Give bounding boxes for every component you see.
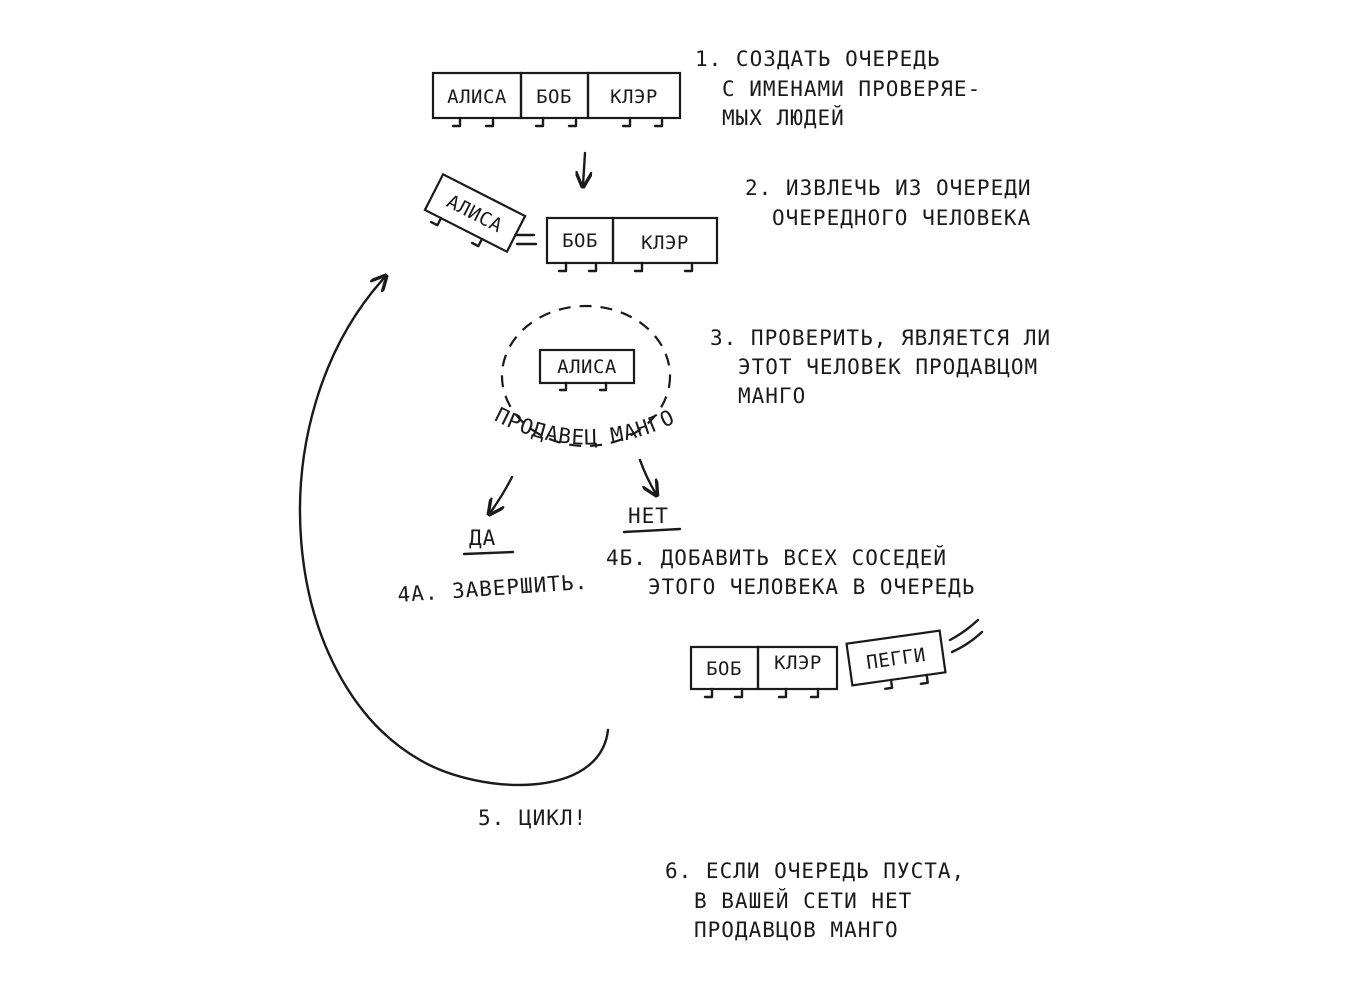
queue-legs — [451, 116, 664, 128]
step6-line3: ПРОДАВЦОВ МАНГО — [694, 918, 899, 942]
dequeued-alice: АЛИСА — [423, 172, 527, 254]
dequeued-alice-legs — [429, 216, 484, 248]
yes-label: ДА — [469, 526, 496, 550]
queue-after-enqueue: БОБ КЛЭР — [689, 645, 839, 699]
yes-arrow — [490, 475, 514, 513]
step3-line1: 3. ПРОВЕРИТЬ, ЯВЛЯЕТСЯ ЛИ — [710, 326, 1051, 350]
no-underline — [622, 527, 682, 534]
queue-initial: АЛИСА БОБ КЛЭР — [431, 71, 682, 128]
queue-after-dequeue: БОБ КЛЭР — [545, 216, 719, 273]
step6-text: 6. ЕСЛИ ОЧЕРЕДЬ ПУСТА, В ВАШЕЙ СЕТИ НЕТ … — [665, 859, 965, 942]
checked-alice-label: АЛИСА — [557, 356, 617, 378]
queue-after-dequeue-frame — [545, 216, 719, 265]
step4b-line2: ЭТОГО ЧЕЛОВЕКА В ОЧЕРЕДЬ — [648, 575, 975, 599]
queue-initial-frame — [431, 71, 682, 120]
queue-legs — [703, 687, 820, 699]
step4b-text: 4Б. ДОБАВИТЬ ВСЕХ СОСЕДЕЙ ЭТОГО ЧЕЛОВЕКА… — [606, 545, 975, 599]
step4b-line1: 4Б. ДОБАВИТЬ ВСЕХ СОСЕДЕЙ — [606, 545, 947, 570]
step6-line1: 6. ЕСЛИ ОЧЕРЕДЬ ПУСТА, — [665, 859, 965, 883]
queue-legs — [557, 261, 694, 273]
queue-item-alice: АЛИСА — [447, 86, 507, 108]
step1-line1: 1. СОЗДАТЬ ОЧЕРЕДЬ — [695, 47, 941, 71]
loop-arrow — [298, 277, 610, 787]
step3-text: 3. ПРОВЕРИТЬ, ЯВЛЯЕТСЯ ЛИ ЭТОТ ЧЕЛОВЕК П… — [710, 326, 1051, 408]
queue-after-enqueue-frame — [689, 645, 839, 691]
step6-line2: В ВАШЕЙ СЕТИ НЕТ — [694, 888, 912, 913]
checked-alice-frame — [538, 348, 636, 385]
motion-lines — [513, 233, 538, 246]
step4a-text: 4А. ЗАВЕРШИТЬ. — [397, 570, 589, 607]
queue-item-claire: КЛЭР — [774, 652, 822, 674]
queue-item-bob: БОБ — [562, 230, 598, 252]
step5-text: 5. ЦИКЛ! — [478, 806, 587, 830]
motion-lines — [948, 618, 984, 654]
queue-item-claire: КЛЭР — [610, 86, 658, 108]
step2-line1: 2. ИЗВЛЕЧЬ ИЗ ОЧЕРЕДИ — [745, 176, 1032, 200]
enqueued-peggy: ПЕГГИ — [845, 629, 947, 691]
enqueued-peggy-frame — [845, 629, 947, 687]
step2-line2: ОЧЕРЕДНОГО ЧЕЛОВЕКА — [772, 206, 1031, 230]
enqueued-peggy-legs — [883, 673, 929, 691]
yes-underline — [462, 550, 515, 556]
mango-seller-label: ПРОДАВЕЦ МАНГО — [491, 403, 679, 450]
checked-alice: АЛИСА — [538, 348, 636, 392]
step1-line2: С ИМЕНАМИ ПРОВЕРЯЕ- — [722, 77, 981, 101]
step2-text: 2. ИЗВЛЕЧЬ ИЗ ОЧЕРЕДИ ОЧЕРЕДНОГО ЧЕЛОВЕК… — [745, 176, 1032, 230]
queue-item-bob: БОБ — [706, 658, 742, 680]
step1-line3: МЫХ ЛЮДЕЙ — [722, 105, 845, 130]
no-arrow — [638, 458, 656, 494]
step1-text: 1. СОЗДАТЬ ОЧЕРЕДЬ С ИМЕНАМИ ПРОВЕРЯЕ- М… — [695, 47, 981, 130]
step3-line3: МАНГО — [738, 384, 806, 408]
queue-item-bob: БОБ — [536, 86, 572, 108]
checked-alice-legs — [558, 381, 608, 392]
queue-item-claire: КЛЭР — [641, 232, 689, 254]
check-circle — [500, 304, 672, 448]
no-label: НЕТ — [628, 504, 669, 528]
down-arrow — [583, 151, 585, 185]
step3-line2: ЭТОТ ЧЕЛОВЕК ПРОДАВЦОМ — [738, 355, 1038, 379]
